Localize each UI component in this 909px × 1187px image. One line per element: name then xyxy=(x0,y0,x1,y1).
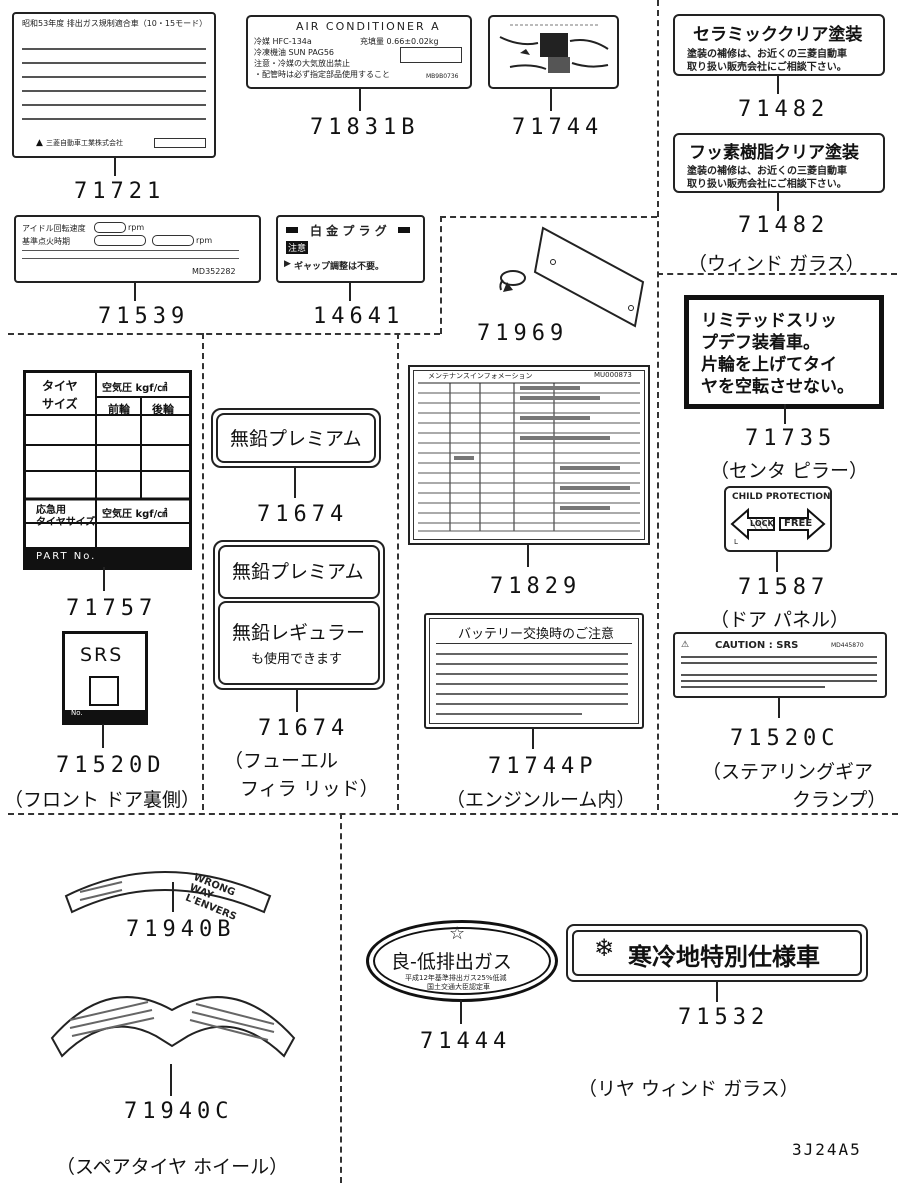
engine-diagram-icon xyxy=(499,24,609,73)
label-71520d: SRS No. xyxy=(62,631,148,725)
part-number-71757: 71757 xyxy=(66,596,158,621)
warning-triangle-icon: ⚠ xyxy=(681,640,690,650)
snowflake-icon: ❄ xyxy=(594,934,615,962)
label-14641: 白 金 プ ラ グ 注意 ギャップ調整は不要。 ▶ xyxy=(276,215,425,283)
label-71532: ❄ 寒冷地特別仕様車 xyxy=(566,924,868,982)
divider-v-bottom xyxy=(340,813,342,1183)
divider-v-right-top xyxy=(657,0,659,810)
label-71444: ☆ 良-低排出ガス 平成12年基準排出ガス25%低減 国土交通大臣認定車 xyxy=(366,920,558,1002)
part-number-71482-b: 71482 xyxy=(738,213,830,238)
label-71539: アイドル回転速度 rpm 基準点火時期 rpm MD352282 xyxy=(14,215,261,283)
label-71674-premium-regular: 無鉛プレミアム 無鉛レギュラー も使用できます xyxy=(213,540,385,690)
label-71757: タイヤ サイズ 空気圧 kgf/㎠ 前輪 後輪 応急用 タイヤサイズ 空気圧 k… xyxy=(23,370,192,570)
divider-h-right xyxy=(657,273,897,275)
part-number-71829: 71829 xyxy=(490,574,582,599)
divider-v-hood xyxy=(440,216,442,334)
part-number-71539: 71539 xyxy=(98,304,190,329)
label-71721-line1: 昭和53年度 排出ガス規制適合車（10・15モード） xyxy=(22,19,208,28)
caption-steering-2: クランプ） xyxy=(792,789,887,811)
part-number-71520d: 71520D xyxy=(56,753,166,778)
caption-fuel-filler-1: （フューエル xyxy=(224,750,339,772)
part-number-71744: 71744 xyxy=(512,115,604,140)
label-71482-ceramic: セラミッククリア塗装 塗装の補修は、お近くの三菱自動車 取り扱い販売会社にご相談… xyxy=(673,14,885,76)
caption-steering-1: （ステアリングギア xyxy=(702,761,874,783)
part-number-71969: 71969 xyxy=(477,321,569,346)
label-71735: リミテッドスリッ プデフ装着車。 片輪を上げてタイ ヤを空転させない。 xyxy=(684,295,884,409)
caption-fuel-filler-2: フィラ リッド） xyxy=(240,778,379,800)
divider-h-left-mid xyxy=(8,333,440,335)
star-icon: ☆ xyxy=(449,923,466,944)
figure-code: 3J24A5 xyxy=(792,1140,862,1159)
part-number-71482-a: 71482 xyxy=(738,97,830,122)
label-71721: 昭和53年度 排出ガス規制適合車（10・15モード） 三菱自動車工業株式会社 ▲ xyxy=(12,12,216,158)
label-71744p: バッテリー交換時のご注意 xyxy=(424,613,644,729)
part-number-14641: 14641 xyxy=(313,304,405,329)
part-number-71444: 71444 xyxy=(420,1029,512,1054)
part-number-71674-b: 71674 xyxy=(258,716,350,741)
label-71940b xyxy=(64,871,272,914)
part-number-71744p: 71744P xyxy=(488,754,598,779)
caption-rear-window: （リヤ ウィンド ガラス） xyxy=(578,1078,799,1100)
caption-windglass: （ウィンド ガラス） xyxy=(688,253,865,275)
caption-center-pillar: （センタ ピラー） xyxy=(710,460,869,482)
label-71831b-title: AIR CONDITIONER A xyxy=(296,20,441,33)
part-number-71735: 71735 xyxy=(745,426,837,451)
label-71674-premium: 無鉛プレミアム xyxy=(211,408,381,468)
part-number-71940c: 71940C xyxy=(124,1099,234,1124)
caption-engine-room: （エンジンルーム内） xyxy=(446,789,636,811)
label-71520c: ⚠ CAUTION : SRS MD445870 xyxy=(673,632,887,698)
label-71721-maker: 三菱自動車工業株式会社 xyxy=(46,139,123,147)
triangle-icon: ▶ xyxy=(284,259,291,269)
part-number-71721: 71721 xyxy=(74,179,166,204)
part-number-71532: 71532 xyxy=(678,1005,770,1030)
label-71940c xyxy=(50,996,296,1058)
divider-h-bottom xyxy=(8,813,898,815)
label-71831b: AIR CONDITIONER A 冷媒 HFC-134a 充填量 0.66±0… xyxy=(246,15,472,89)
label-71744 xyxy=(488,15,619,89)
part-number-71520c: 71520C xyxy=(730,726,840,751)
label-71587: CHILD PROTECTION LOCK FREE L xyxy=(724,486,832,552)
divider-h-hood xyxy=(440,216,657,218)
label-71482-fluorine: フッ素樹脂クリア塗装 塗装の補修は、お近くの三菱自動車 取り扱い販売会社にご相談… xyxy=(673,133,885,193)
mitsubishi-logo-icon: ▲ xyxy=(36,138,43,148)
divider-v-mid xyxy=(397,333,399,810)
part-number-71831b: 71831B xyxy=(310,115,420,140)
part-number-71940b: 71940B xyxy=(126,917,236,942)
label-71829: メンテナンスインフォメーション MU000873 xyxy=(408,365,650,545)
part-number-71674-a: 71674 xyxy=(257,502,349,527)
divider-v-left xyxy=(202,333,204,810)
caption-spare-tire: （スペアタイヤ ホイール） xyxy=(56,1156,289,1178)
lock-free-arrows-icon xyxy=(730,507,826,541)
part-number-71587: 71587 xyxy=(738,575,830,600)
plate-and-clip-drawing xyxy=(499,226,645,328)
caption-door-panel: （ドア パネル） xyxy=(710,609,850,631)
caption-front-door: （フロント ドア裏側） xyxy=(4,789,201,811)
